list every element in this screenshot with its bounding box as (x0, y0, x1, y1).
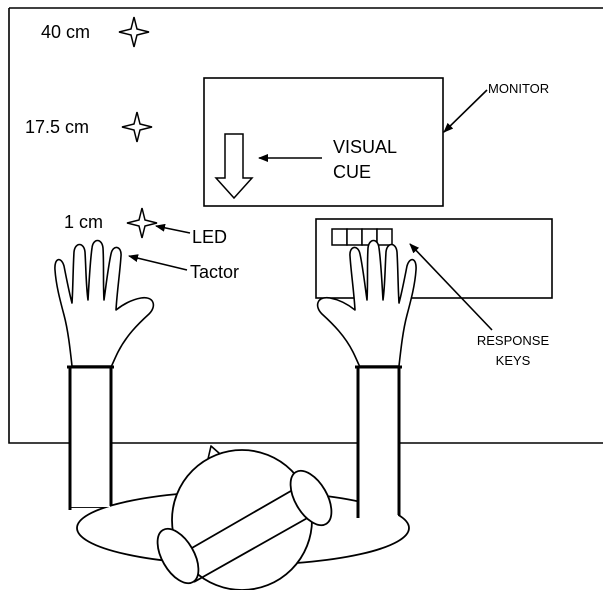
left-arm (67, 365, 114, 508)
response-key-4 (376, 228, 393, 246)
monitor-label: MONITOR (488, 81, 550, 96)
tactor-label: Tactor (190, 262, 240, 282)
right-hand-icon (316, 239, 417, 367)
led-star-far-icon (118, 16, 150, 48)
tactor-pointer-arrow (128, 254, 188, 271)
distance-far-label: 40 cm (41, 22, 91, 42)
led-label: LED (192, 227, 228, 247)
down-arrow-icon (214, 133, 254, 200)
visual-cue-label-line2: CUE (333, 162, 372, 182)
right-arm (355, 365, 402, 518)
visual-cue-label-line1: VISUAL (333, 137, 398, 157)
led-star-near-icon (126, 207, 158, 239)
monitor-pointer-arrow (443, 89, 488, 133)
distance-middle-label: 17.5 cm (25, 117, 90, 137)
response-keys-pointer-arrow (409, 243, 493, 331)
response-keys (331, 228, 393, 246)
led-pointer-arrow (155, 223, 191, 234)
led-star-middle-icon (121, 111, 153, 143)
table-outline (8, 7, 603, 444)
monitor-screen (203, 77, 444, 207)
response-keys-label-line2: KEYS (495, 353, 531, 368)
response-key-1 (331, 228, 348, 246)
response-keys-label-line1: RESPONSE (476, 333, 550, 348)
left-hand-icon (54, 239, 155, 367)
response-key-2 (346, 228, 363, 246)
distance-near-label: 1 cm (64, 212, 104, 232)
subject-head (156, 445, 333, 590)
